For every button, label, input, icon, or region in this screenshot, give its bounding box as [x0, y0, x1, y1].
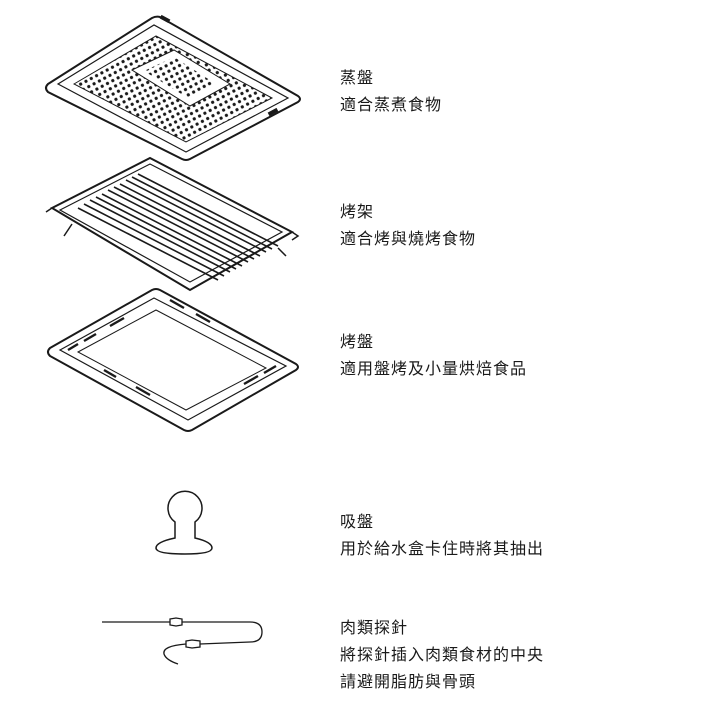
steam-tray-description: 蒸盤 適合蒸煮食物	[340, 64, 442, 118]
accessory-grill-rack: 烤架 適合烤與燒烤食物	[0, 150, 718, 300]
item-line: 適合蒸煮食物	[340, 95, 443, 114]
grill-rack-description: 烤架 適合烤與燒烤食物	[340, 198, 476, 252]
item-line: 適合烤與燒烤食物	[340, 229, 477, 248]
accessory-meat-probe: 肉類探針 將探針插入肉類食材的中央 請避開脂肪與骨頭	[0, 600, 718, 716]
suction-cup-icon	[150, 484, 220, 558]
accessory-suction-cup: 吸盤 用於給水盒卡住時將其抽出	[0, 470, 718, 580]
item-name: 肉類探針	[340, 618, 409, 637]
baking-tray-icon	[44, 286, 304, 436]
item-line: 用於給水盒卡住時將其抽出	[340, 539, 545, 558]
meat-probe-description: 肉類探針 將探針插入肉類食材的中央 請避開脂肪與骨頭	[340, 614, 544, 695]
item-name: 烤盤	[340, 332, 375, 351]
item-name: 烤架	[340, 202, 375, 221]
accessory-baking-tray: 烤盤 適用盤烤及小量烘焙食品	[0, 282, 718, 442]
item-name: 吸盤	[340, 512, 375, 531]
grill-rack-icon	[42, 152, 302, 297]
suction-cup-description: 吸盤 用於給水盒卡住時將其抽出	[340, 508, 544, 562]
item-line: 適用盤烤及小量烘焙食品	[340, 359, 528, 378]
accessory-steam-tray: 蒸盤 適合蒸煮食物	[0, 0, 718, 170]
baking-tray-description: 烤盤 適用盤烤及小量烘焙食品	[340, 328, 527, 382]
item-line: 將探針插入肉類食材的中央	[340, 645, 545, 664]
item-line: 請避開脂肪與骨頭	[340, 672, 477, 691]
item-name: 蒸盤	[340, 68, 375, 87]
steam-tray-icon	[40, 14, 310, 164]
meat-probe-icon	[100, 610, 270, 666]
